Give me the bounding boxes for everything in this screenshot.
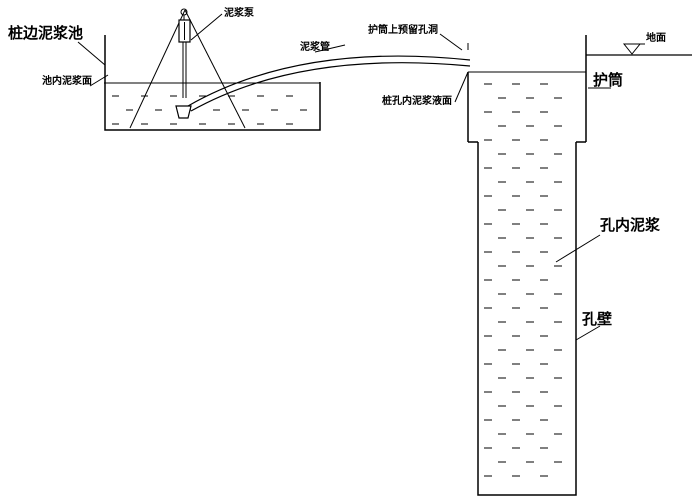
hole-walls	[477, 142, 577, 496]
ground-level-symbol	[622, 43, 642, 55]
label-hole-slurry: 孔内泥浆	[600, 216, 661, 234]
slurry-pipe	[187, 55, 471, 107]
label-pile-surface: 桩孔内泥浆液面	[382, 94, 452, 107]
slurry-pipe-inner	[190, 62, 471, 112]
ground	[586, 43, 692, 56]
hole-slurry-fill	[484, 83, 562, 477]
label-ground: 地面	[646, 31, 666, 44]
label-pump: 泥浆泵	[224, 6, 255, 19]
pump-frame	[129, 9, 246, 129]
label-casing: 护筒	[593, 71, 623, 89]
slurry-pump	[175, 8, 223, 119]
pool-slurry-fill	[112, 95, 307, 125]
label-pipe: 泥浆管	[300, 40, 330, 53]
pump-head	[175, 105, 192, 119]
label-slurry-pool: 桩边泥浆池	[8, 24, 83, 42]
label-hole-wall: 孔壁	[582, 310, 612, 328]
casing-and-hole	[467, 35, 587, 496]
label-casing-hole: 护筒上预留孔洞	[368, 23, 438, 36]
slurry-pool	[104, 35, 321, 131]
label-pool-surface: 池内泥浆面	[42, 74, 92, 87]
